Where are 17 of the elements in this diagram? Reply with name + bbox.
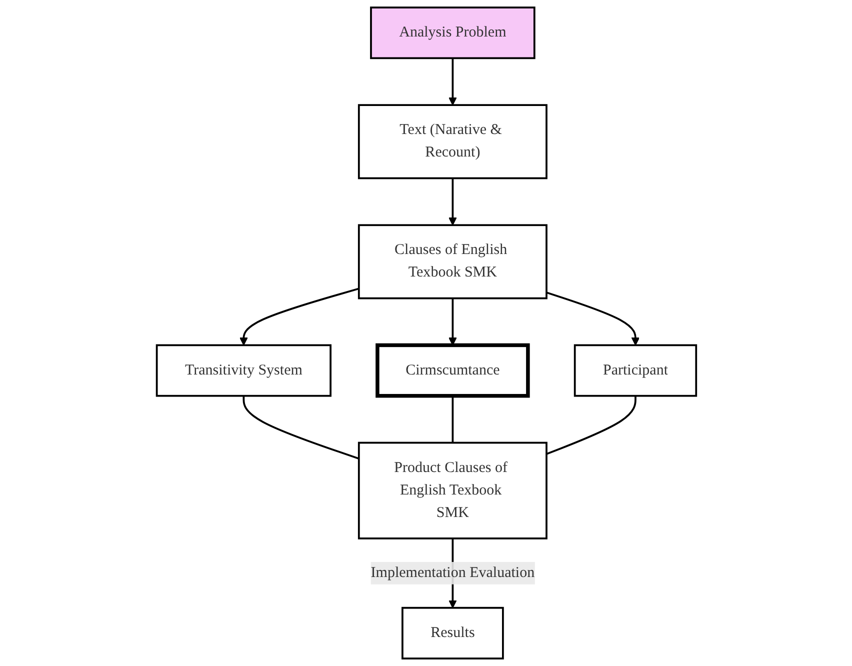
- connector: [451, 396, 454, 443]
- node-box: Clauses of English Texbook SMK: [357, 224, 547, 300]
- edge-label: Implementation Evaluation: [370, 564, 534, 581]
- node-box: Results: [401, 606, 504, 660]
- node-box: Product Clauses of English Texbook SMK: [357, 442, 547, 540]
- arrow: [546, 292, 640, 346]
- node-box: Participant: [573, 344, 697, 397]
- node-box: Text (Narative & Recount): [357, 104, 547, 180]
- node-box: Cirmscumtance: [375, 343, 530, 398]
- arrow: [239, 288, 359, 346]
- arrow: [448, 298, 456, 346]
- arrow: [448, 178, 456, 226]
- connector: [546, 396, 636, 455]
- arrow: [448, 58, 456, 106]
- node-box: Transitivity System: [155, 344, 331, 397]
- connector: [242, 396, 359, 460]
- node-box: Analysis Problem: [370, 6, 535, 60]
